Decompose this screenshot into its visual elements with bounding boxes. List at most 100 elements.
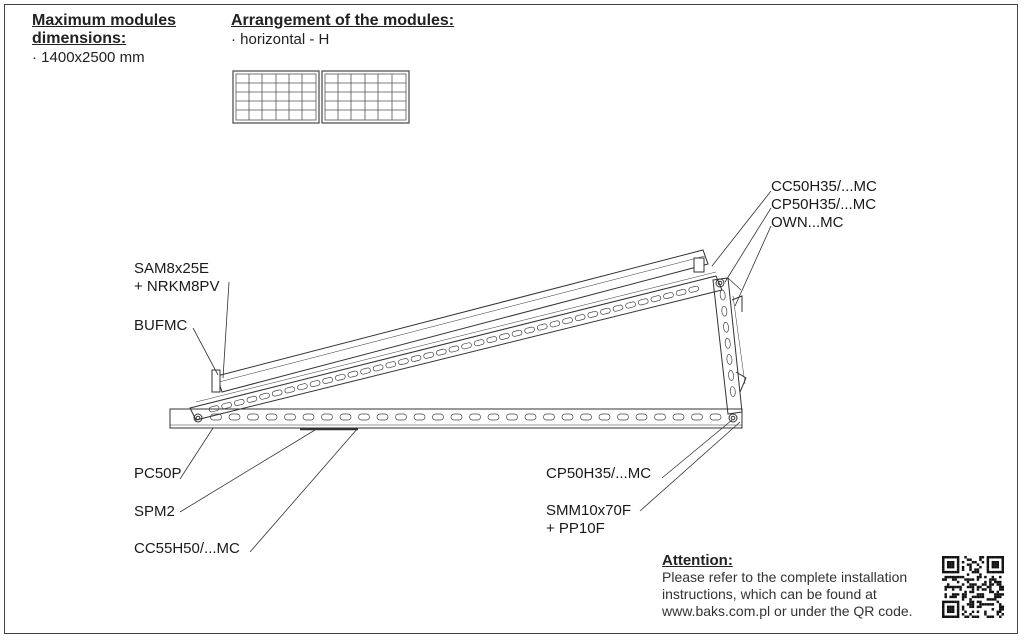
rail-slot xyxy=(723,321,729,333)
rail-slot xyxy=(587,310,599,318)
rail-slot xyxy=(561,413,574,421)
rail-slot xyxy=(372,364,384,372)
rail-slot xyxy=(729,386,736,397)
label-cc55h50: CC55H50/...MC xyxy=(134,540,240,557)
label-cp50h35-top: CP50H35/...MC xyxy=(771,196,877,213)
leader-lines xyxy=(179,190,772,553)
label-pp10f: + PP10F xyxy=(546,520,605,537)
arrangement-heading: Arrangement of the modules: xyxy=(231,12,455,29)
attention-line3: www.baks.com.pl or under the QR code. xyxy=(662,603,913,619)
label-cp50h35-bottom: CP50H35/...MC xyxy=(546,465,652,482)
rail-slot xyxy=(284,386,296,394)
rail-slot xyxy=(487,413,500,421)
arrangement-value: · horizontal - H xyxy=(231,31,330,48)
rail-slot xyxy=(210,413,222,421)
rail-slot xyxy=(297,383,308,391)
rail-slot xyxy=(461,342,472,350)
base-rail-slots xyxy=(210,413,722,421)
rail-slot xyxy=(358,413,370,421)
rail-slot xyxy=(395,413,407,421)
rail-slot xyxy=(709,413,722,421)
rail-slot xyxy=(524,326,535,334)
rail-slot xyxy=(432,413,444,421)
rail-slot xyxy=(246,395,258,403)
rail-slot xyxy=(259,392,270,400)
rail-slot xyxy=(271,389,283,397)
rail-slot xyxy=(726,354,733,365)
rail-slot xyxy=(506,413,518,421)
rail-slot xyxy=(650,295,662,303)
rail-slot xyxy=(234,399,245,406)
rear-leg-slots xyxy=(719,289,736,397)
rail-slot xyxy=(284,413,296,421)
label-pc50p: PC50P xyxy=(134,465,182,482)
rail-slot xyxy=(347,370,359,378)
rail-slot xyxy=(309,380,321,388)
rail-slot xyxy=(413,413,426,421)
rail-slot xyxy=(688,285,700,293)
qr-code[interactable] xyxy=(942,556,1004,618)
rail-slot xyxy=(321,413,333,421)
rail-slot xyxy=(598,413,611,421)
module-icon-right xyxy=(321,70,410,124)
base-rail xyxy=(169,408,743,431)
rail-slot xyxy=(448,345,460,353)
rail-slot xyxy=(423,351,434,359)
rail-slot xyxy=(617,413,629,421)
rail-slot xyxy=(450,413,463,421)
solar-module-side xyxy=(211,249,709,393)
rail-slot xyxy=(524,413,537,421)
rail-slot xyxy=(469,413,481,421)
rail-slot xyxy=(208,405,220,413)
rail-slot xyxy=(221,402,232,410)
attention-line2: instructions, which can be found at xyxy=(662,586,877,602)
label-sam8x25e: SAM8x25E xyxy=(134,260,210,277)
rail-slot xyxy=(691,413,703,421)
attention-title: Attention: xyxy=(662,552,733,569)
max-dims-heading-line1: Maximum modules xyxy=(32,12,177,29)
module-icon-left xyxy=(232,70,320,124)
rail-slot xyxy=(473,339,485,347)
rail-slot xyxy=(385,361,397,369)
rail-slot xyxy=(724,337,731,349)
inclined-rail-slots xyxy=(208,285,700,413)
rail-slot xyxy=(625,301,636,309)
rail-slot xyxy=(675,288,687,296)
rail-slot xyxy=(398,358,409,366)
rail-slot xyxy=(335,373,346,381)
label-nrkm8pv: + NRKM8PV xyxy=(134,278,220,295)
rail-slot xyxy=(302,413,315,421)
rear-leg xyxy=(712,277,747,415)
label-smm10x70f: SMM10x70F xyxy=(546,502,632,519)
label-bufmc: BUFMC xyxy=(134,317,188,334)
rail-slot xyxy=(376,413,389,421)
rail-slot xyxy=(728,370,734,381)
rail-slot xyxy=(499,332,510,340)
rail-slot xyxy=(612,304,624,312)
rail-slot xyxy=(580,413,592,421)
rail-slot xyxy=(654,413,666,421)
inclined-rail xyxy=(189,271,723,421)
max-dims-heading-line2: dimensions: xyxy=(32,30,127,47)
rail-slot xyxy=(435,348,447,356)
rail-slot xyxy=(511,329,523,337)
rail-slot xyxy=(562,317,573,325)
drawing-frame xyxy=(4,4,1018,634)
rail-slot xyxy=(721,305,728,317)
rail-slot xyxy=(536,323,548,331)
rail-slot xyxy=(486,336,498,344)
attention-line1: Please refer to the complete installatio… xyxy=(662,569,908,585)
rail-slot xyxy=(637,298,649,306)
rail-slot xyxy=(543,413,555,421)
rail-slot xyxy=(663,292,674,300)
rail-slot xyxy=(247,413,259,421)
max-dims-value: · 1400x2500 mm xyxy=(32,49,145,66)
label-spm2: SPM2 xyxy=(134,503,175,520)
rail-slot xyxy=(600,307,611,315)
label-cc50h35: CC50H35/...MC xyxy=(771,178,877,195)
rail-slot xyxy=(719,289,726,301)
rail-slot xyxy=(549,320,561,328)
rail-slot xyxy=(322,377,333,384)
rail-slot xyxy=(672,413,685,421)
